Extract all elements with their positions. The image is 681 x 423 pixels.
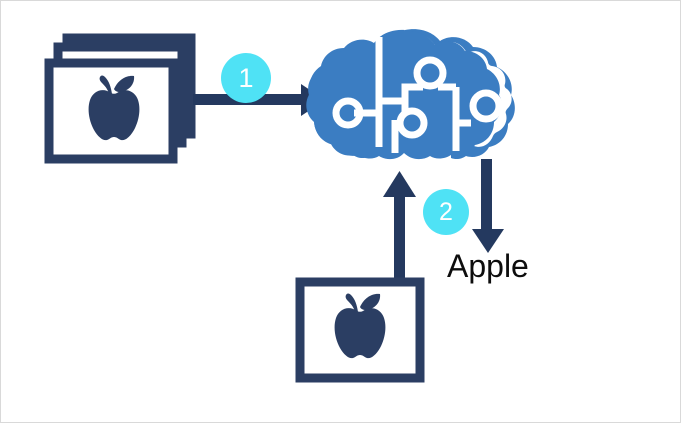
arrow-input-to-brain — [383, 171, 416, 310]
single-apple-image — [295, 277, 425, 383]
step-badge-2-label: 2 — [439, 197, 453, 226]
prediction-label: Apple — [447, 248, 529, 284]
circuit-node-center — [396, 107, 428, 139]
circuit-brain-icon — [306, 29, 515, 160]
apple-icon-training — [88, 75, 140, 141]
step-badge-1-label: 1 — [238, 62, 254, 93]
circuit-node-left — [332, 97, 364, 129]
arrow-brain-to-output — [472, 159, 504, 253]
stacked-apple-images — [44, 33, 196, 164]
circuit-node-top — [413, 56, 447, 90]
step-badge-1: 1 — [221, 53, 271, 103]
step-badge-2: 2 — [423, 189, 469, 235]
circuit-node-right — [469, 89, 503, 123]
apple-icon-input — [334, 293, 386, 359]
